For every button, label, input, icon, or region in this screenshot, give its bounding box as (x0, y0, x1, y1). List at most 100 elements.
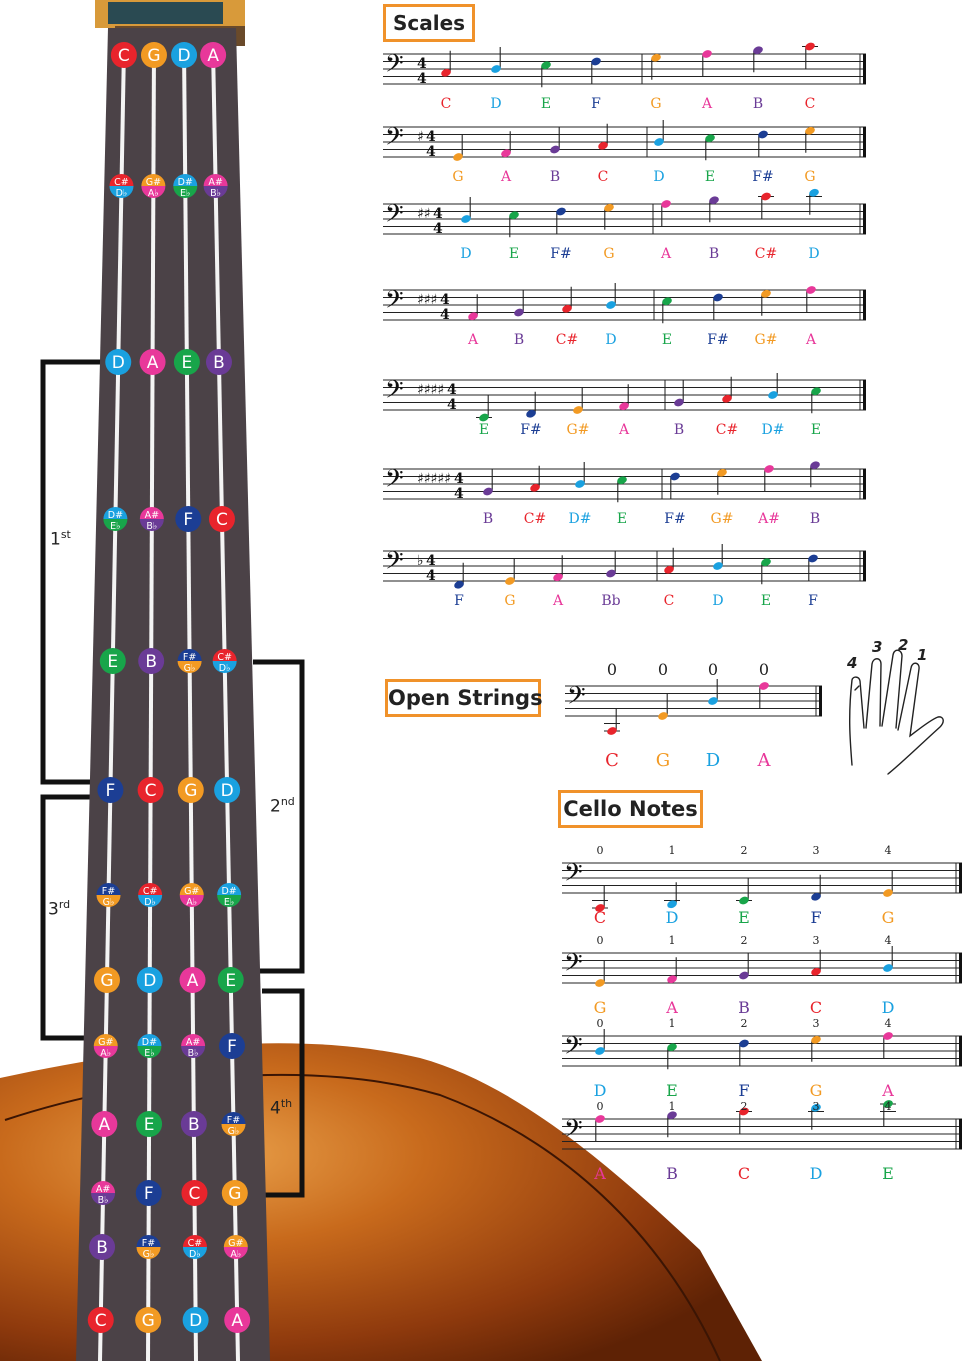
note (667, 1111, 677, 1138)
scale-note-label: D# (569, 511, 592, 527)
note (604, 203, 614, 230)
finger-number: 0 (597, 934, 604, 947)
fingerboard-note: A (179, 967, 206, 993)
cello-note-label: C (810, 998, 822, 1017)
note (619, 384, 629, 411)
note (651, 53, 661, 80)
note (768, 373, 778, 399)
scale-note-label: C# (556, 332, 578, 348)
bass-clef-icon: 𝄢 (385, 546, 404, 580)
scale-note-label: B (674, 422, 684, 438)
scale-note-label: E (617, 511, 627, 527)
cello-note-label: F (738, 1081, 749, 1100)
note (604, 709, 620, 735)
scale-note-label: G (603, 246, 614, 262)
fingerboard-note: F (135, 1180, 162, 1206)
fingerboard-note: B (205, 349, 232, 375)
note-name: D# (108, 510, 123, 521)
cello-note-label: E (738, 908, 750, 927)
fingerboard-note: F (219, 1033, 246, 1059)
bass-clef-icon: 𝄢 (564, 1114, 583, 1148)
finger-number: 3 (813, 934, 820, 947)
open-string-label: G (656, 750, 670, 771)
fingerboard-note: D (171, 42, 198, 68)
staff: 𝄢♭44 (383, 546, 866, 584)
scale-note-label: A (467, 332, 479, 348)
note (550, 127, 560, 154)
finger-number: 4 (885, 1017, 892, 1030)
scale-note-label: F# (664, 511, 685, 527)
fingerboard-note: D (214, 777, 241, 803)
time-signature: 4 (440, 307, 450, 323)
note-name: D# (142, 1037, 157, 1048)
fingerboard-note: D (105, 349, 132, 375)
note (658, 694, 668, 720)
note (595, 961, 605, 987)
note (702, 50, 712, 76)
note-name: E♭ (224, 897, 234, 908)
note-name: D# (178, 177, 193, 188)
note (468, 294, 478, 321)
position-label-third: 3rd (48, 898, 70, 920)
note-name: C (145, 781, 157, 801)
note (592, 886, 608, 912)
note (717, 468, 727, 495)
scale-note-label: G# (755, 332, 778, 348)
position-number: 3 (48, 899, 59, 920)
time-signature: 4 (433, 206, 443, 222)
note-name: D (178, 46, 191, 66)
finger-number: 2 (741, 934, 748, 947)
key-signature: ♯♯♯♯ (417, 382, 444, 398)
position-brackets (40, 359, 305, 1198)
fingerboard-note: D#E♭ (217, 883, 242, 908)
time-signature: 4 (417, 71, 427, 87)
staff: 𝄢♯♯♯♯♯44 (383, 464, 866, 502)
note-name: C# (114, 177, 129, 188)
note-name: G# (98, 1037, 113, 1048)
note-name: F (183, 510, 193, 530)
fingerboard-note: F#G♭ (96, 883, 121, 908)
note (674, 380, 684, 407)
finger-number: 1 (669, 844, 676, 857)
note (476, 395, 492, 422)
finger-number: 0 (597, 844, 604, 857)
note-name: D♭ (144, 897, 156, 908)
finger-number: 1 (669, 1100, 676, 1113)
note-name: E (144, 1115, 155, 1135)
bass-clef-icon: 𝄢 (385, 122, 404, 156)
scale-note-label: D (490, 96, 501, 112)
staff: 𝄢 (562, 858, 962, 894)
cello-note-label: G (594, 998, 607, 1017)
open-string-label: D (706, 750, 720, 771)
bass-clef-icon: 𝄢 (385, 464, 404, 498)
scale-note-label: D# (762, 422, 785, 438)
cello-note-label: A (665, 998, 678, 1017)
fingerboard-note: A#B♭ (181, 1034, 206, 1059)
fingerboard-note: C#D♭ (109, 174, 134, 199)
fingerboard-note: F#G♭ (177, 649, 202, 674)
scale-note-label: E (509, 246, 519, 262)
note-name: E♭ (144, 1048, 154, 1059)
cello-note-label: E (666, 1081, 678, 1100)
note (709, 196, 719, 223)
bass-clef-icon: 𝄢 (385, 199, 404, 233)
hand-icon (848, 649, 944, 775)
note-name: F# (142, 1238, 155, 1249)
note (595, 1115, 605, 1141)
note (664, 882, 680, 909)
fingerboard-note: G#A♭ (93, 1034, 118, 1059)
staff: 𝄢 (562, 1031, 962, 1067)
fingerboard-note: G (177, 777, 204, 803)
cello-note-label: G (810, 1081, 823, 1100)
note (501, 131, 511, 158)
cello-note-label: D (810, 1164, 823, 1183)
note-name: G (147, 46, 160, 66)
section-title-scales: Scales (383, 4, 475, 42)
note (598, 123, 608, 150)
time-signature: 4 (454, 471, 464, 487)
fingerboard-note: A (200, 42, 227, 68)
bass-clef-icon: 𝄢 (564, 1031, 583, 1065)
finger-number: 3 (813, 844, 820, 857)
